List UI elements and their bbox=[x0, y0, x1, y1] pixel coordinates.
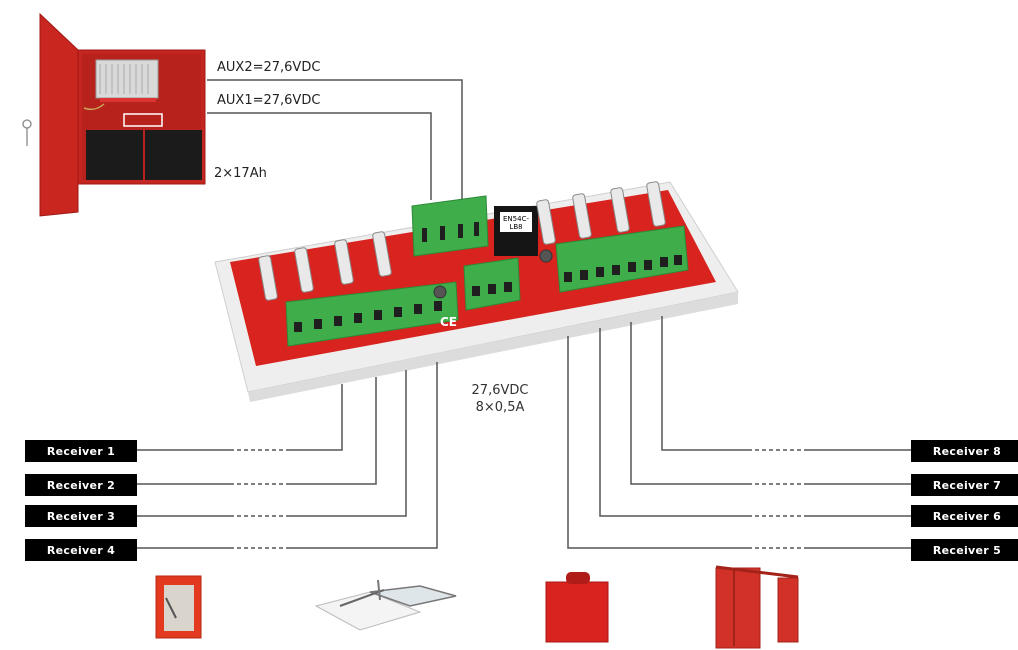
battery-1 bbox=[86, 130, 143, 180]
svg-text:LB8: LB8 bbox=[509, 223, 522, 231]
left-terminal-block bbox=[285, 281, 459, 347]
receiver-2-label: Receiver 2 bbox=[25, 474, 137, 496]
output-wires bbox=[137, 316, 911, 549]
receiver-5-label: Receiver 5 bbox=[911, 539, 1018, 561]
receiver-8-label: Receiver 8 bbox=[911, 440, 1018, 462]
output-current-label: 8×0,5A bbox=[475, 400, 525, 415]
siren-beacon-icon bbox=[545, 572, 609, 643]
receiver-4-label: Receiver 4 bbox=[25, 539, 137, 561]
svg-text:EN54C-: EN54C- bbox=[503, 215, 529, 223]
output-voltage-label: 27,6VDC bbox=[471, 383, 529, 398]
psu-unit bbox=[95, 59, 159, 99]
receiver-7-label: Receiver 7 bbox=[911, 474, 1018, 496]
aux2-label: AUX2=27,6VDC bbox=[217, 60, 321, 75]
fire-sliding-door-icon bbox=[715, 565, 799, 649]
capacitor bbox=[539, 249, 553, 263]
middle-terminal-block bbox=[463, 257, 521, 311]
aux1-label: AUX1=27,6VDC bbox=[217, 93, 321, 108]
smoke-vent-hatch-icon bbox=[314, 579, 457, 631]
battery-2 bbox=[145, 130, 202, 180]
aux1-wire bbox=[207, 112, 432, 200]
key-icon bbox=[22, 119, 32, 129]
right-fuses bbox=[536, 181, 666, 245]
capacitor bbox=[433, 285, 447, 299]
left-fuses bbox=[258, 231, 392, 301]
receiver-1-label: Receiver 1 bbox=[25, 440, 137, 462]
receiver-6-label: Receiver 6 bbox=[911, 505, 1018, 527]
aux2-wire bbox=[207, 79, 463, 200]
right-terminal-block bbox=[555, 225, 689, 293]
ce-mark: CE bbox=[440, 315, 457, 329]
cabinet-door bbox=[39, 12, 79, 217]
power-supply-cabinet bbox=[22, 12, 206, 217]
fuse-module: CE EN54C- LB8 bbox=[214, 181, 739, 402]
input-terminal-block bbox=[411, 195, 489, 257]
battery-label: 2×17Ah bbox=[214, 166, 267, 181]
fire-damper-icon bbox=[155, 575, 202, 639]
receiver-3-label: Receiver 3 bbox=[25, 505, 137, 527]
output-spec: 27,6VDC 8×0,5A bbox=[460, 382, 540, 416]
aux-wires bbox=[207, 79, 463, 200]
relay-chip: EN54C- LB8 bbox=[494, 206, 538, 256]
